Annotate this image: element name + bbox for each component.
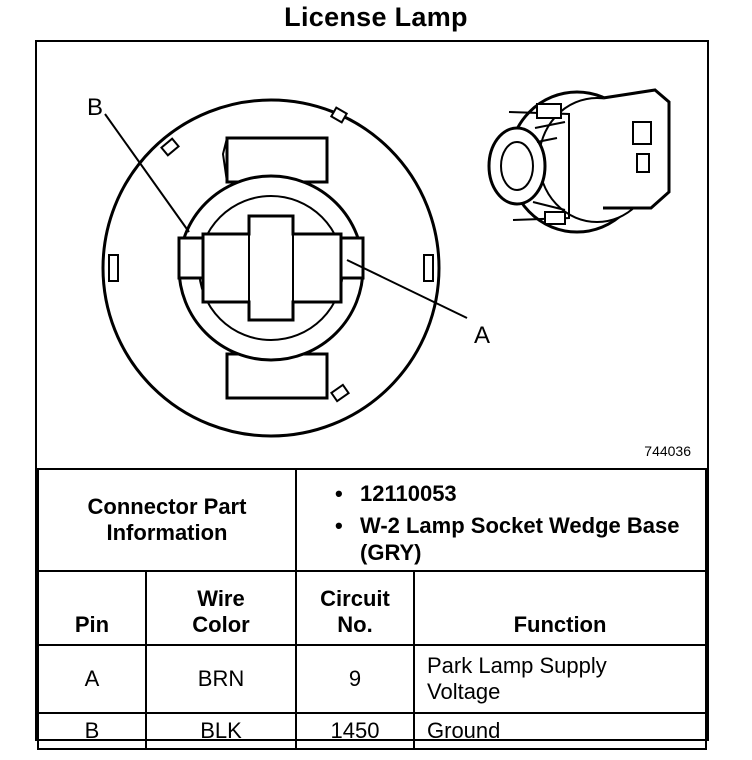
- table-header-row: Pin Wire Color Circuit No. Function: [37, 570, 707, 646]
- header-function: Function: [413, 570, 707, 646]
- pin-cell: B: [37, 712, 147, 750]
- terminal-a: [339, 236, 365, 280]
- connector-part-number: • 12110053: [335, 481, 457, 506]
- connector-part-description: • W-2 Lamp Socket Wedge Base (GRY): [335, 513, 680, 565]
- wire-color-cell: BRN: [145, 644, 297, 714]
- header-circuit-no: Circuit No.: [295, 570, 415, 646]
- function-cell: Park Lamp Supply Voltage: [413, 644, 707, 714]
- table-row: B BLK 1450 Ground: [37, 712, 707, 750]
- pin-cell: A: [37, 644, 147, 714]
- callout-a: A: [474, 322, 491, 349]
- callout-b: B: [87, 94, 104, 121]
- function-cell: Ground: [413, 712, 707, 750]
- header-wire-color: Wire Color: [145, 570, 297, 646]
- table-row: A BRN 9 Park Lamp Supply Voltage: [37, 644, 707, 714]
- connector-part-items: • 12110053 • W-2 Lamp Socket Wedge Base …: [295, 468, 707, 572]
- connector-diagram: B A 744036: [37, 42, 707, 468]
- page-title: License Lamp: [284, 2, 468, 32]
- connector-info-row: Connector Part Information • 12110053 • …: [37, 468, 707, 572]
- terminal-b: [177, 236, 205, 280]
- circuit-cell: 9: [295, 644, 415, 714]
- wire-color-cell: BLK: [145, 712, 297, 750]
- connector-frame: B A 744036 Connector Part Information • …: [35, 40, 709, 750]
- connector-face-drawing: [101, 88, 671, 438]
- connector-table: Connector Part Information • 12110053 • …: [37, 468, 707, 750]
- connector-part-label: Connector Part Information: [37, 468, 297, 572]
- figure-id: 744036: [644, 443, 691, 459]
- header-pin: Pin: [37, 570, 147, 646]
- circuit-cell: 1450: [295, 712, 415, 750]
- lamp-socket-illustration: [487, 88, 671, 234]
- connector-outer-ring: [101, 98, 441, 438]
